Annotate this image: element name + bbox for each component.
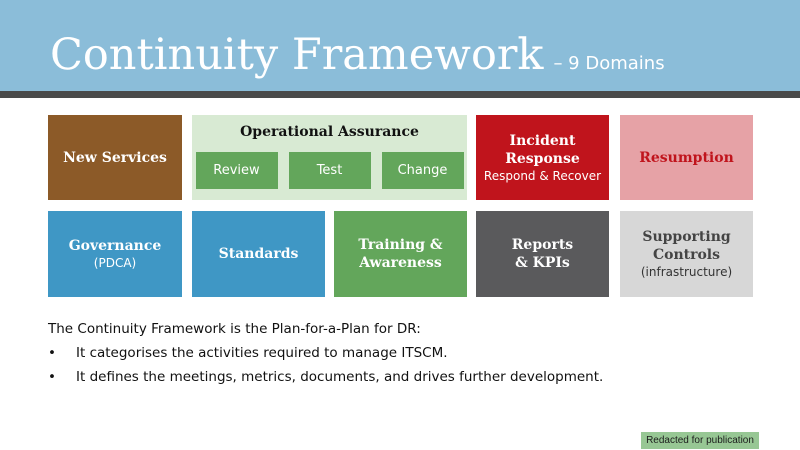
- slide-title-main: Continuity Framework: [50, 30, 544, 80]
- tile-incident-response-title-1: Incident: [509, 132, 576, 149]
- tile-reports-title-1: Reports: [511, 237, 574, 253]
- operational-assurance-items: Review Test Change: [195, 152, 464, 189]
- tile-governance-title: Governance: [68, 238, 162, 254]
- tile-incident-response-title-2: Response: [505, 150, 580, 167]
- slide-title: Continuity Framework – 9 Domains: [50, 30, 665, 80]
- tile-supporting-title-1: Supporting: [642, 229, 731, 245]
- bullet-dot-icon: •: [48, 369, 56, 385]
- tile-operational-assurance: Operational Assurance Review Test Change: [192, 115, 467, 200]
- tile-operational-assurance-title: Operational Assurance: [240, 124, 419, 140]
- tile-reports-kpis: Reports & KPIs: [476, 211, 609, 297]
- tile-governance: Governance (PDCA): [48, 211, 182, 297]
- tile-new-services: New Services: [48, 115, 182, 200]
- bullet-item: • It defines the meetings, metrics, docum…: [48, 368, 768, 386]
- slide-title-subtitle: – 9 Domains: [553, 53, 665, 74]
- tile-supporting-controls: Supporting Controls (infrastructure): [620, 211, 753, 297]
- banner-divider: [0, 91, 800, 98]
- title-banner: [0, 0, 800, 91]
- tile-training-title-1: Training &: [358, 237, 443, 253]
- tile-new-services-title: New Services: [63, 149, 167, 166]
- tile-resumption: Resumption: [620, 115, 753, 200]
- redaction-label: Redacted for publication: [641, 432, 759, 449]
- description-intro: The Continuity Framework is the Plan-for…: [48, 321, 421, 337]
- tile-supporting-sub: (infrastructure): [640, 265, 733, 279]
- tile-incident-response: Incident Response Respond & Recover: [476, 115, 609, 200]
- tile-supporting-title-2: Controls: [652, 247, 721, 263]
- tile-reports-title-2: & KPIs: [515, 255, 570, 271]
- bullet-text: It categorises the activities required t…: [76, 345, 448, 361]
- tile-standards: Standards: [192, 211, 325, 297]
- op-item-test: Test: [288, 152, 371, 189]
- op-item-change: Change: [381, 152, 464, 189]
- tile-training-awareness: Training & Awareness: [334, 211, 467, 297]
- tile-governance-sub: (PDCA): [93, 256, 137, 270]
- tile-training-title-2: Awareness: [359, 255, 442, 271]
- description: The Continuity Framework is the Plan-for…: [48, 320, 768, 392]
- tile-resumption-title: Resumption: [639, 149, 734, 166]
- bullet-item: • It categorises the activities required …: [48, 344, 768, 362]
- tile-standards-title: Standards: [218, 246, 299, 262]
- op-item-review: Review: [195, 152, 278, 189]
- tile-incident-response-sub: Respond & Recover: [483, 168, 602, 183]
- bullet-text: It defines the meetings, metrics, docume…: [76, 369, 604, 385]
- description-bullets: • It categorises the activities required …: [48, 344, 768, 386]
- bullet-dot-icon: •: [48, 345, 56, 361]
